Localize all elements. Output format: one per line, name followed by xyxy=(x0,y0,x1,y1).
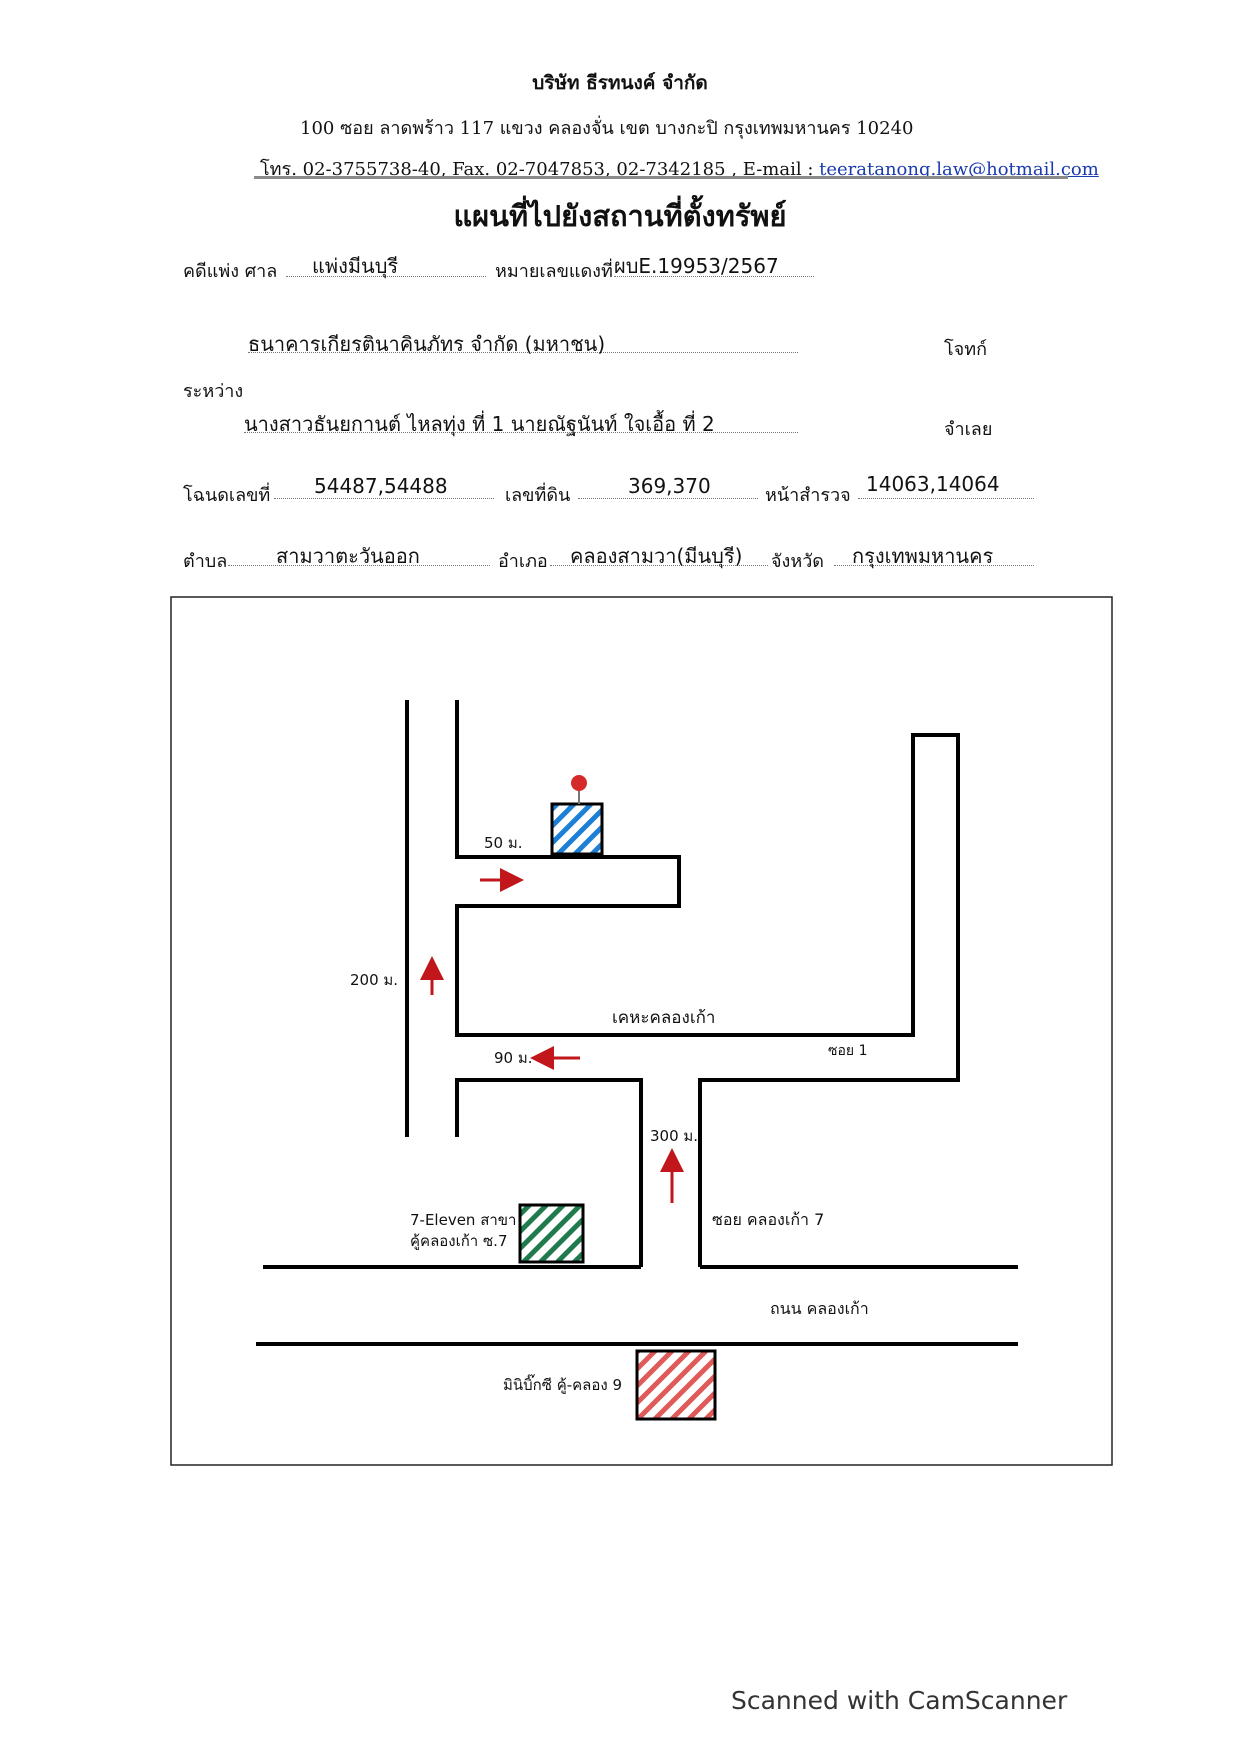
court-line xyxy=(286,276,486,277)
lot-line xyxy=(578,498,758,499)
direction-arrows xyxy=(420,868,684,1203)
seven-eleven-label-1: 7-Eleven สาขา xyxy=(410,1211,516,1229)
deed-value: 54487,54488 xyxy=(314,474,448,498)
province-label: จังหวัด xyxy=(771,551,824,572)
red-number-label: หมายเลขแดงที่ xyxy=(495,261,613,282)
watermark: Scanned with CamScanner xyxy=(731,1686,1068,1715)
district-line xyxy=(550,565,768,566)
roads xyxy=(256,700,1018,1346)
header-rule xyxy=(254,176,1068,179)
mini-big-c-hatch-icon xyxy=(635,1349,717,1421)
province-line xyxy=(834,565,1034,566)
distance-90: 90 ม. xyxy=(494,1049,533,1067)
court-value: แพ่งมีนบุรี xyxy=(312,254,399,278)
distance-300: 300 ม. xyxy=(650,1127,698,1145)
road-soi7: ซอย คลองเก้า 7 xyxy=(712,1210,824,1229)
company-contact: โทร. 02-3755738-40, Fax. 02-7047853, 02-… xyxy=(260,154,1099,183)
company-address: 100 ซอย ลาดพร้าว 117 แขวง คลองจั่น เขต บ… xyxy=(300,118,914,139)
court-label: คดีแพ่ง ศาล xyxy=(183,261,278,282)
plaintiff-label: โจทก์ xyxy=(944,339,987,360)
page-title: แผนที่ไปยังสถานที่ตั้งทรัพย์ xyxy=(453,199,787,233)
red-number-line xyxy=(614,276,814,277)
block-edge xyxy=(455,1078,643,1267)
district-label: อำเภอ xyxy=(498,551,548,572)
location-pin-icon xyxy=(571,775,587,791)
road-soi1: ซอย 1 xyxy=(828,1043,867,1059)
distance-200: 200 ม. xyxy=(350,971,398,989)
lot-label: เลขที่ดิน xyxy=(505,485,571,506)
survey-value: 14063,14064 xyxy=(866,472,1000,496)
subdistrict-value: สามวาตะวันออก xyxy=(276,544,420,568)
between-label: ระหว่าง xyxy=(183,381,244,402)
inner-road-edge xyxy=(455,700,960,1267)
road-main: ถนน คลองเก้า xyxy=(770,1299,869,1318)
property-hatch-icon xyxy=(550,802,604,856)
red-number-value: ผบE.19953/2567 xyxy=(614,254,779,278)
subdistrict-label: ตำบล xyxy=(183,551,228,572)
deed-label: โฉนดเลขที่ xyxy=(183,485,271,506)
distance-50: 50 ม. xyxy=(484,834,523,852)
seven-eleven-label-2: คู้คลองเก้า ซ.7 xyxy=(410,1232,508,1250)
map-frame xyxy=(170,596,1113,1466)
subdistrict-line xyxy=(228,565,490,566)
survey-line xyxy=(858,498,1034,499)
survey-label: หน้าสำรวจ xyxy=(765,485,851,506)
mini-big-c-label: มินิบิ๊กซี คู้-คลอง 9 xyxy=(503,1374,622,1394)
lot-value: 369,370 xyxy=(628,474,711,498)
plaintiff-line xyxy=(248,352,798,353)
district-value: คลองสามวา(มีนบุรี) xyxy=(570,544,743,568)
defendant-value: นางสาวธันยกานต์ ไหลทุ่ง ที่ 1 นายณัฐนันท… xyxy=(244,412,715,436)
company-name: บริษัท ธีรทนงค์ จำกัด xyxy=(532,72,708,94)
email-link[interactable]: teeratanong.law@hotmail.com xyxy=(819,159,1099,180)
province-value: กรุงเทพมหานคร xyxy=(852,544,994,568)
phone-fax: โทร. 02-3755738-40, Fax. 02-7047853, 02-… xyxy=(260,159,814,180)
defendant-line xyxy=(244,432,798,433)
road-kheha: เคหะคลองเก้า xyxy=(612,1008,715,1028)
seven-eleven-hatch-icon xyxy=(518,1203,585,1264)
deed-line xyxy=(274,498,494,499)
plaintiff-value: ธนาคารเกียรตินาคินภัทร จำกัด (มหาชน) xyxy=(248,332,606,356)
defendant-label: จำเลย xyxy=(944,419,993,440)
